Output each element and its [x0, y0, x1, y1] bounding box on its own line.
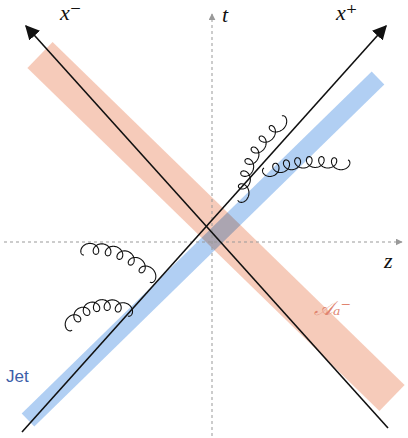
band-label: 𝒜ₐ⁻: [314, 298, 351, 318]
axis-label: x⁺: [336, 2, 357, 24]
t-axis: [212, 14, 213, 436]
axis-label: z: [384, 250, 393, 272]
band-label: Jet: [6, 368, 29, 385]
gluon-line: [238, 116, 287, 203]
axis-label: x⁻: [60, 2, 81, 24]
gluon-line: [262, 157, 349, 177]
axis-label: t: [222, 4, 228, 26]
z-axis: [4, 242, 402, 243]
gluon-group: [65, 116, 350, 331]
x-plus-axis: [22, 26, 386, 432]
gluon-line: [81, 243, 156, 282]
gluon-line: [65, 300, 132, 331]
jet-band: [22, 72, 385, 427]
